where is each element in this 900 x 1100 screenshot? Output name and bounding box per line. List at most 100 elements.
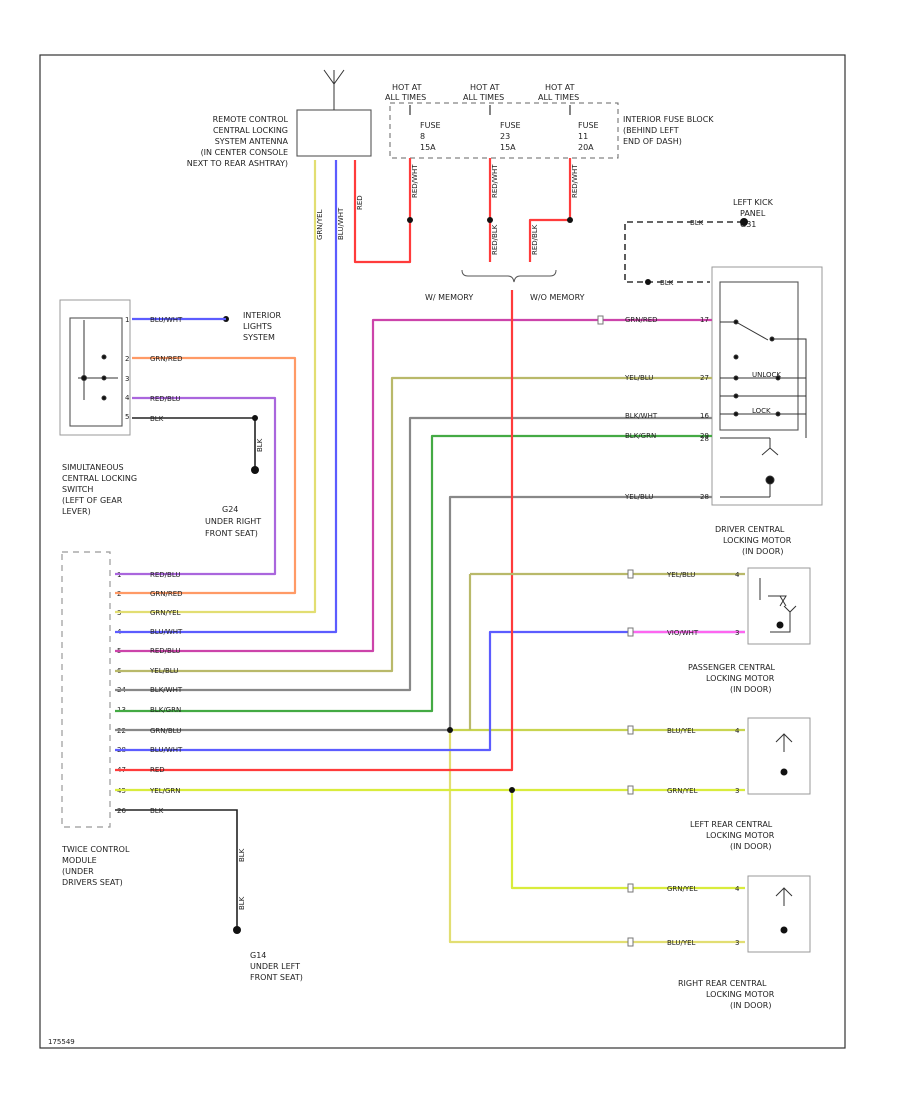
wire-label: YEL/BLU [149, 667, 178, 675]
ground-icon [740, 218, 748, 226]
svg-text:UNDER RIGHT: UNDER RIGHT [205, 517, 261, 526]
g14-wire [115, 809, 238, 930]
svg-text:15A: 15A [500, 143, 516, 152]
wire-label: RED/BLK [491, 224, 499, 255]
connector [627, 569, 634, 579]
svg-text:TWICE CONTROL: TWICE CONTROL [61, 845, 130, 854]
svg-text:CENTRAL LOCKING: CENTRAL LOCKING [62, 474, 137, 483]
svg-text:(IN DOOR): (IN DOOR) [730, 842, 771, 851]
svg-text:15A: 15A [420, 143, 436, 152]
connector [627, 883, 634, 893]
svg-text:MODULE: MODULE [62, 856, 97, 865]
driver-locking-motor [747, 567, 811, 645]
wire-label: RED/BLU [150, 571, 181, 579]
svg-text:11: 11 [578, 132, 588, 141]
splice-dot [509, 787, 515, 793]
module-drv-blkwht [115, 416, 712, 692]
fuse-block-outline [389, 102, 619, 159]
unlock-label: UNLOCK [752, 371, 781, 379]
sw-wire-redblu [115, 396, 277, 576]
svg-text:G14: G14 [250, 951, 266, 960]
svg-text:FUSE: FUSE [420, 121, 441, 130]
wires-layer [115, 158, 745, 944]
wire-label: RED/WHT [571, 164, 579, 198]
wire-label: BLU/YEL [667, 727, 696, 735]
driver-motor-label: DRIVER CENTRAL LOCKING MOTOR (IN DOOR) [715, 525, 792, 556]
svg-text:SWITCH: SWITCH [62, 485, 93, 494]
svg-text:PANEL: PANEL [740, 209, 766, 218]
svg-text:LOCKING MOTOR: LOCKING MOTOR [706, 674, 775, 683]
module-drvmotor-b [115, 630, 745, 752]
wire-label: RED/BLU [150, 395, 181, 403]
wire-label: BLK [150, 807, 164, 815]
svg-text:LIGHTS: LIGHTS [243, 322, 272, 331]
svg-text:REMOTE CONTROL: REMOTE CONTROL [213, 115, 289, 124]
svg-text:HOT AT: HOT AT [545, 83, 575, 92]
wire-label: RED/BLU [150, 647, 181, 655]
wire-label: YEL/GRN [149, 787, 180, 795]
svg-text:PASSENGER CENTRAL: PASSENGER CENTRAL [688, 663, 776, 672]
wire-label: YEL/BLU [624, 493, 653, 501]
wire-label: GRN/RED [625, 316, 658, 324]
svg-text:CENTRAL LOCKING: CENTRAL LOCKING [213, 126, 288, 135]
svg-text:SYSTEM: SYSTEM [243, 333, 275, 342]
svg-text:20A: 20A [578, 143, 594, 152]
simul-switch-pins: 1 2 3 4 5 [125, 316, 130, 421]
wire-label: RED/BLK [531, 224, 539, 255]
svg-text:5: 5 [125, 413, 129, 421]
svg-text:DRIVERS SEAT): DRIVERS SEAT) [62, 878, 123, 887]
antenna-wire-bluwht [115, 160, 338, 634]
svg-text:LOCKING MOTOR: LOCKING MOTOR [723, 536, 792, 545]
svg-text:INTERIOR FUSE BLOCK: INTERIOR FUSE BLOCK [623, 115, 714, 124]
pin-number: 17 [700, 316, 709, 324]
svg-text:8: 8 [420, 132, 425, 141]
svg-text:LOCKING MOTOR: LOCKING MOTOR [706, 990, 775, 999]
wire-label: GRN/BLU [150, 727, 181, 735]
wire-label: BLU/WHT [150, 628, 183, 636]
wire-label: GRN/RED [150, 590, 183, 598]
wire-label: GRN/YEL [150, 609, 181, 617]
svg-text:NEXT TO REAR ASHTRAY): NEXT TO REAR ASHTRAY) [187, 159, 288, 168]
w-memory-label: W/ MEMORY [425, 293, 473, 302]
wire-label: BLU/YEL [667, 939, 696, 947]
rr-motor-b [448, 730, 745, 944]
svg-text:(IN DOOR): (IN DOOR) [742, 547, 783, 556]
g14-label: G14 UNDER LEFT FRONT SEAT) [250, 951, 303, 982]
g24-wire [132, 417, 256, 470]
wire-label: YEL/BLU [624, 374, 653, 382]
right-rear-motor-label: RIGHT REAR CENTRAL LOCKING MOTOR (IN DOO… [678, 979, 775, 1010]
driver-switch-internals [720, 319, 807, 498]
wire-label: BLK/WHT [150, 686, 183, 694]
passenger-locking-motor [747, 717, 811, 795]
svg-text:SIMULTANEOUS: SIMULTANEOUS [62, 463, 124, 472]
diagram-frame [39, 54, 846, 1049]
module-red-feed [115, 290, 514, 772]
svg-text:(IN DOOR): (IN DOOR) [730, 1001, 771, 1010]
connector [597, 315, 604, 325]
svg-text:23: 23 [500, 132, 510, 141]
fuse-block-label: INTERIOR FUSE BLOCK (BEHIND LEFT END OF … [623, 115, 714, 146]
wire-label: RED [356, 195, 364, 210]
module-drv-blkgrn [115, 434, 712, 713]
svg-text:(UNDER: (UNDER [62, 867, 94, 876]
fuse-11: HOT AT ALL TIMES FUSE 11 20A [538, 83, 599, 152]
pin-number: 3 [735, 939, 739, 947]
connector [627, 937, 634, 947]
fuse-symbols [409, 105, 571, 115]
fuse-8: HOT AT ALL TIMES FUSE 8 15A [385, 83, 441, 152]
pin-number: 4 [735, 571, 740, 579]
wire-label: BLK [690, 219, 704, 227]
wire-label: BLU/WHT [150, 746, 183, 754]
wo-memory-feed [528, 218, 570, 262]
svg-text:FRONT SEAT): FRONT SEAT) [250, 973, 303, 982]
wire-label: VIO/WHT [667, 629, 699, 637]
svg-text:LEFT KICK: LEFT KICK [733, 198, 774, 207]
pin-number: 4 [735, 885, 740, 893]
module-drv-yelblu2 [115, 495, 712, 732]
diagram-id: 175549 [48, 1038, 75, 1046]
antenna-power-wire [353, 160, 412, 264]
wire-label: GRN/YEL [667, 787, 698, 795]
lock-label: LOCK [752, 407, 771, 415]
antenna-wire-grnyel [115, 160, 317, 614]
